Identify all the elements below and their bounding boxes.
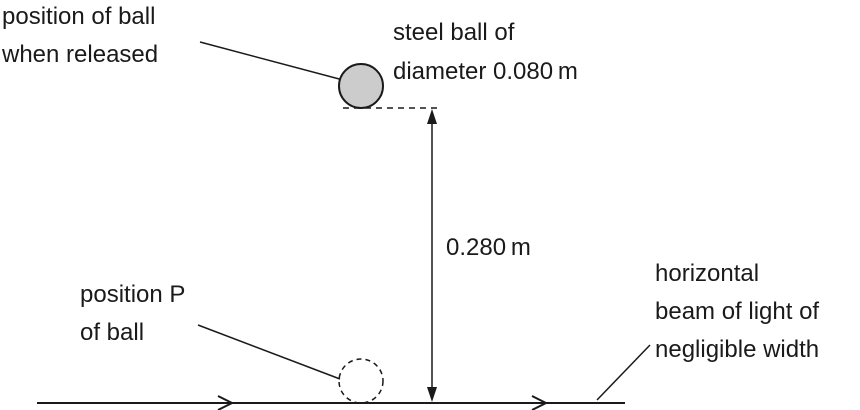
position-p-label-line2: of ball [80, 319, 144, 346]
beam-arrow-left [217, 395, 235, 410]
beam-arrow-right [531, 395, 549, 410]
beam-label-line2: beam of light of [655, 298, 819, 325]
release-label-line1: position of ball [2, 3, 155, 30]
height-arrowhead-bottom [427, 387, 437, 402]
ball-label-line2: diameter 0.080 m [393, 58, 578, 85]
release-leader-line [199, 41, 344, 81]
position-p-ball [338, 358, 384, 404]
ball-label-line1: steel ball of [393, 19, 515, 46]
beam-leader-line [596, 344, 651, 401]
beam-label-line1: horizontal [655, 260, 759, 287]
position-p-leader-line [197, 324, 341, 380]
position-p-label-line1: position P [80, 281, 185, 308]
release-label-line2: when released [1, 41, 158, 68]
steel-ball [338, 63, 384, 109]
height-label: 0.280 m [446, 234, 531, 261]
beam-label-line3: negligible width [655, 336, 819, 363]
height-arrowhead-top [427, 109, 437, 124]
